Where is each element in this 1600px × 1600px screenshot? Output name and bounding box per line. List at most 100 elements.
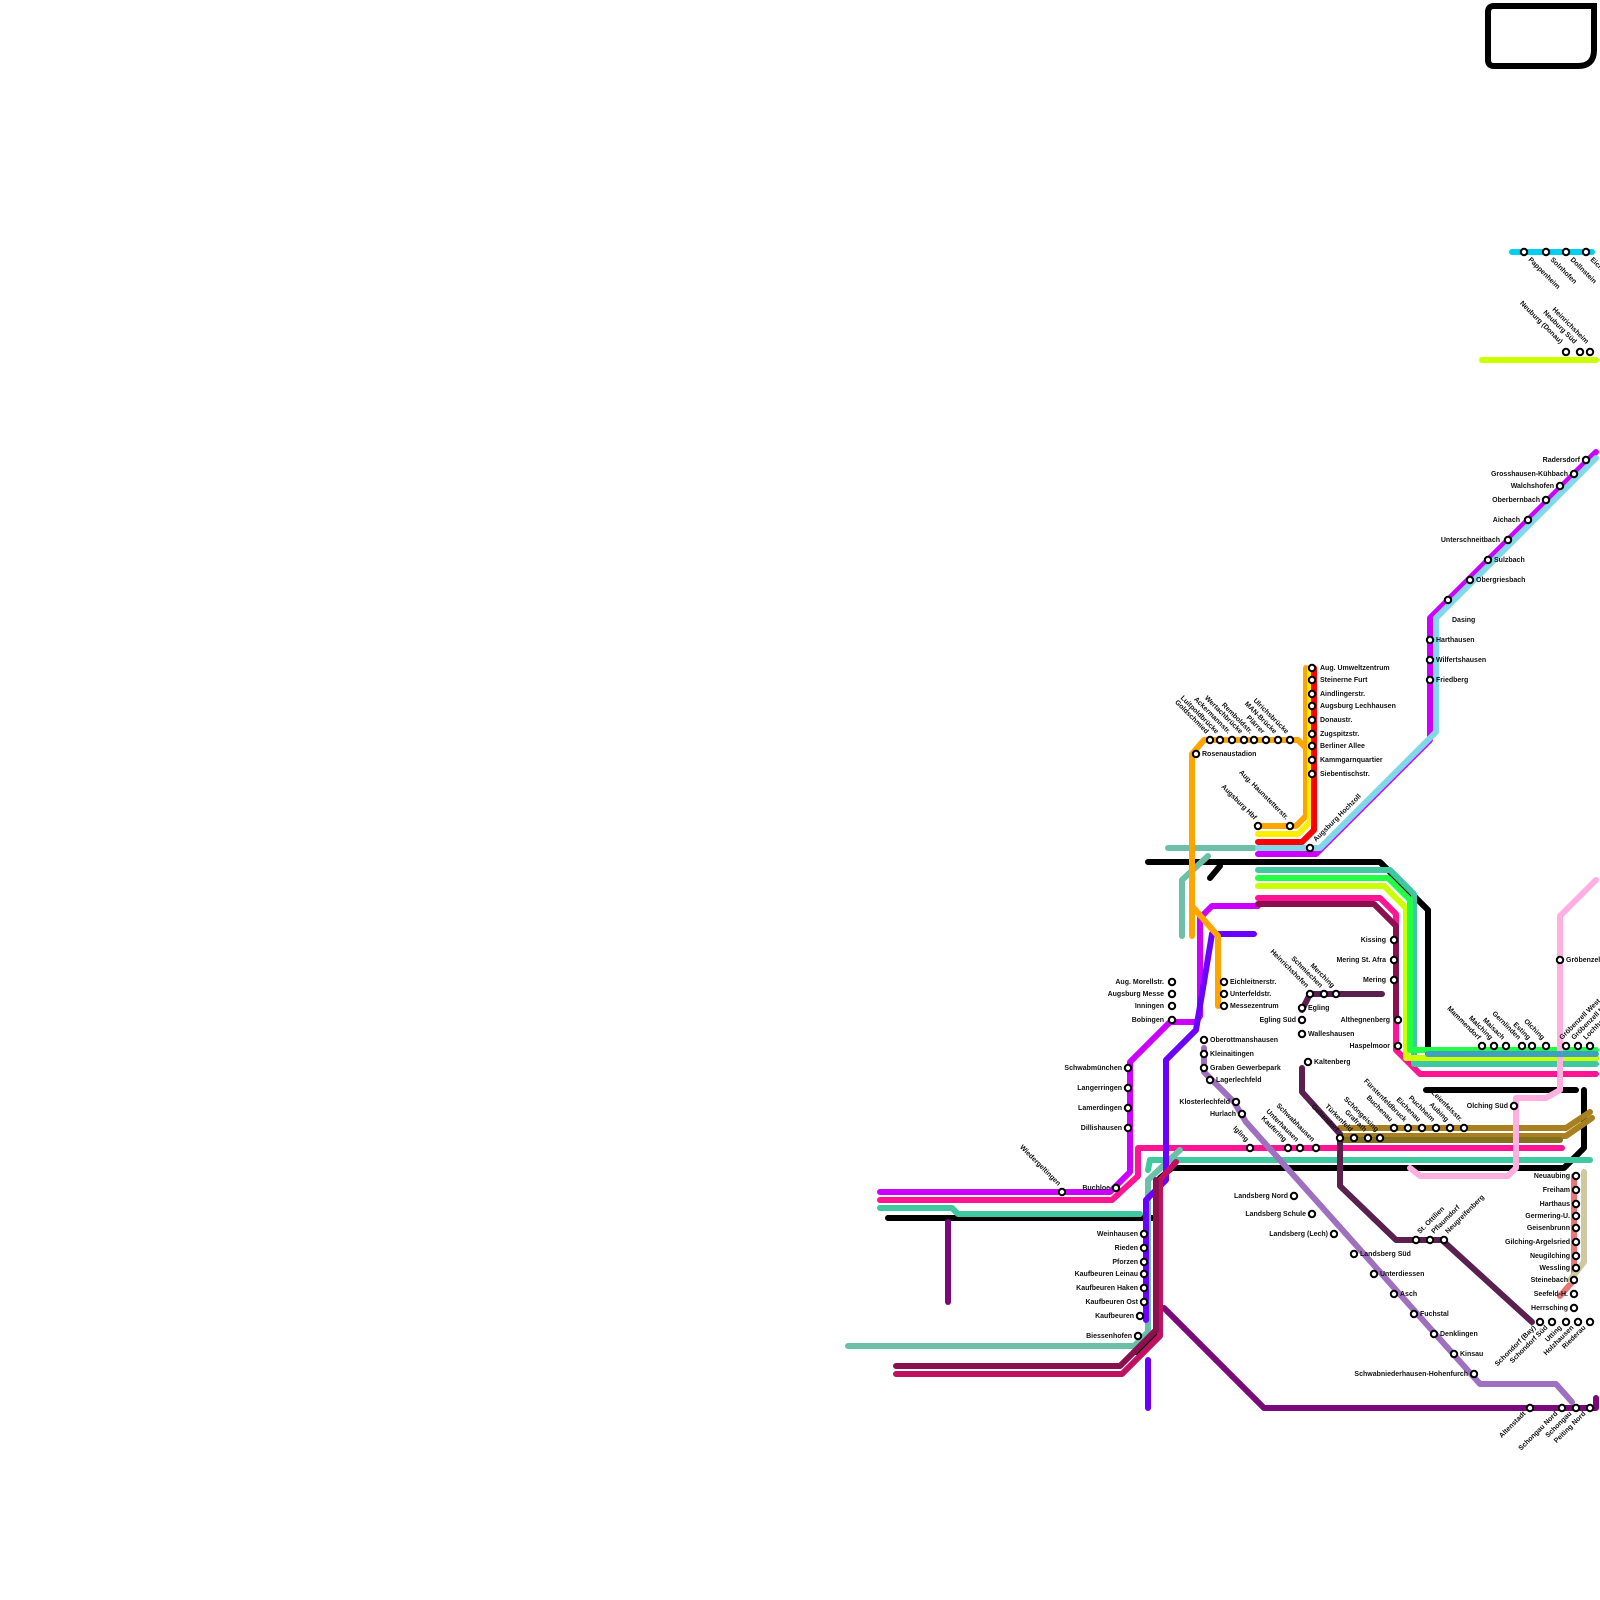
station-label: Aug. Umweltzentrum [1320, 665, 1390, 672]
station-label: Berliner Allee [1320, 743, 1365, 750]
station-stop [1583, 249, 1589, 255]
station-label: Augsburg Lechhausen [1320, 703, 1396, 710]
station-label: Unterfeldstr. [1230, 991, 1271, 998]
station-label: Inningen [1135, 1003, 1164, 1010]
station-label: Walchshofen [1511, 483, 1554, 490]
station-label: Haspelmoor [1350, 1043, 1391, 1050]
station-stop [1377, 1135, 1383, 1141]
station-stop [1247, 1145, 1253, 1151]
station-stop [1221, 1003, 1227, 1009]
station-stop [1331, 1231, 1337, 1237]
station-stop [1275, 737, 1281, 743]
station-label: Zugspitzstr. [1320, 731, 1359, 738]
station-stop [1299, 1031, 1305, 1037]
station-label: Aug. Morellstr. [1115, 979, 1164, 986]
station-label: Oberbernbach [1492, 497, 1540, 504]
station-label: Schwabniederhausen-Hohenfurch [1354, 1371, 1468, 1378]
station-stop [1549, 1319, 1555, 1325]
route-teal-0 [880, 1208, 1140, 1214]
station-stop [1309, 1211, 1315, 1217]
station-label: Dasing [1452, 617, 1475, 624]
station-stop [1135, 1333, 1141, 1339]
station-stop [1521, 249, 1527, 255]
station-stop [1207, 1077, 1213, 1083]
station-stop [1299, 1017, 1305, 1023]
station-label: Kammgarnquartier [1320, 757, 1383, 764]
station-stop [1587, 1405, 1593, 1411]
station-stop [1575, 1319, 1581, 1325]
station-label: Fuchstal [1420, 1311, 1449, 1318]
station-stop [1137, 1313, 1143, 1319]
station-stop [1543, 497, 1549, 503]
station-stop [1391, 1125, 1397, 1131]
station-stop [1433, 1125, 1439, 1131]
station-stop [1251, 737, 1257, 743]
station-label: Unterdiessen [1380, 1271, 1424, 1278]
station-stop [1241, 737, 1247, 743]
station-stop [1141, 1285, 1147, 1291]
station-stop [1113, 1185, 1119, 1191]
station-label: Graben Gewerbepark [1210, 1065, 1281, 1072]
route-ice-black-1 [1210, 866, 1220, 878]
station-stop [1169, 1017, 1175, 1023]
station-stop [1563, 1319, 1569, 1325]
station-stop [1573, 1253, 1579, 1259]
station-stop [1527, 1405, 1533, 1411]
station-stop [1391, 937, 1397, 943]
station-stop [1233, 1099, 1239, 1105]
station-label: Langerringen [1077, 1085, 1122, 1092]
station-stop [1573, 1239, 1579, 1245]
station-stop [1391, 977, 1397, 983]
station-label: Steinerne Furt [1320, 677, 1368, 684]
station-label: Pforzen [1112, 1259, 1138, 1266]
station-stop [1427, 677, 1433, 683]
station-label: Harthaus [1540, 1201, 1570, 1208]
station-label: Althegnenberg [1341, 1017, 1390, 1024]
station-label: Germering-U. [1525, 1213, 1570, 1220]
lines-layer [848, 252, 1596, 1408]
station-stop [1419, 1125, 1425, 1131]
station-stop [1351, 1135, 1357, 1141]
station-stop [1563, 349, 1569, 355]
station-stop [1263, 737, 1269, 743]
station-label: Mering St. Afra [1336, 957, 1386, 964]
station-label: Radersdorf [1543, 457, 1581, 464]
station-stop [1411, 1311, 1417, 1317]
station-stop [1427, 657, 1433, 663]
station-stop [1221, 991, 1227, 997]
station-stop [1571, 1291, 1577, 1297]
station-label: Freiham [1543, 1187, 1570, 1194]
station-label: Donaustr. [1320, 717, 1352, 724]
station-stop [1221, 979, 1227, 985]
station-stop [1305, 1059, 1311, 1065]
station-stop [1255, 823, 1261, 829]
station-stop [1479, 1043, 1485, 1049]
station-stop [1563, 249, 1569, 255]
station-label: Harthausen [1436, 637, 1475, 644]
station-stop [1309, 757, 1315, 763]
station-label: Landsberg (Lech) [1269, 1231, 1328, 1238]
station-stop [1313, 1145, 1319, 1151]
station-stop [1461, 1125, 1467, 1131]
station-stop [1431, 1331, 1437, 1337]
station-label: Kissing [1361, 937, 1386, 944]
station-label: Aindlingerstr. [1320, 691, 1365, 698]
station-stop [1571, 471, 1577, 477]
station-label: Neugilching [1530, 1253, 1570, 1260]
station-stop [1201, 1051, 1207, 1057]
station-stop [1201, 1037, 1207, 1043]
station-label: Aichach [1493, 517, 1520, 524]
station-label: Klosterlechfeld [1179, 1099, 1230, 1106]
station-stop [1285, 1145, 1291, 1151]
station-stop [1573, 1173, 1579, 1179]
station-stop [1169, 979, 1175, 985]
station-label: Lamerdingen [1078, 1105, 1122, 1112]
station-stop [1207, 737, 1213, 743]
station-stop [1309, 771, 1315, 777]
station-stop [1309, 665, 1315, 671]
station-label: Weinhausen [1097, 1231, 1138, 1238]
station-stop [1217, 737, 1223, 743]
station-label: Landsberg Nord [1234, 1193, 1288, 1200]
station-stop [1239, 1111, 1245, 1117]
